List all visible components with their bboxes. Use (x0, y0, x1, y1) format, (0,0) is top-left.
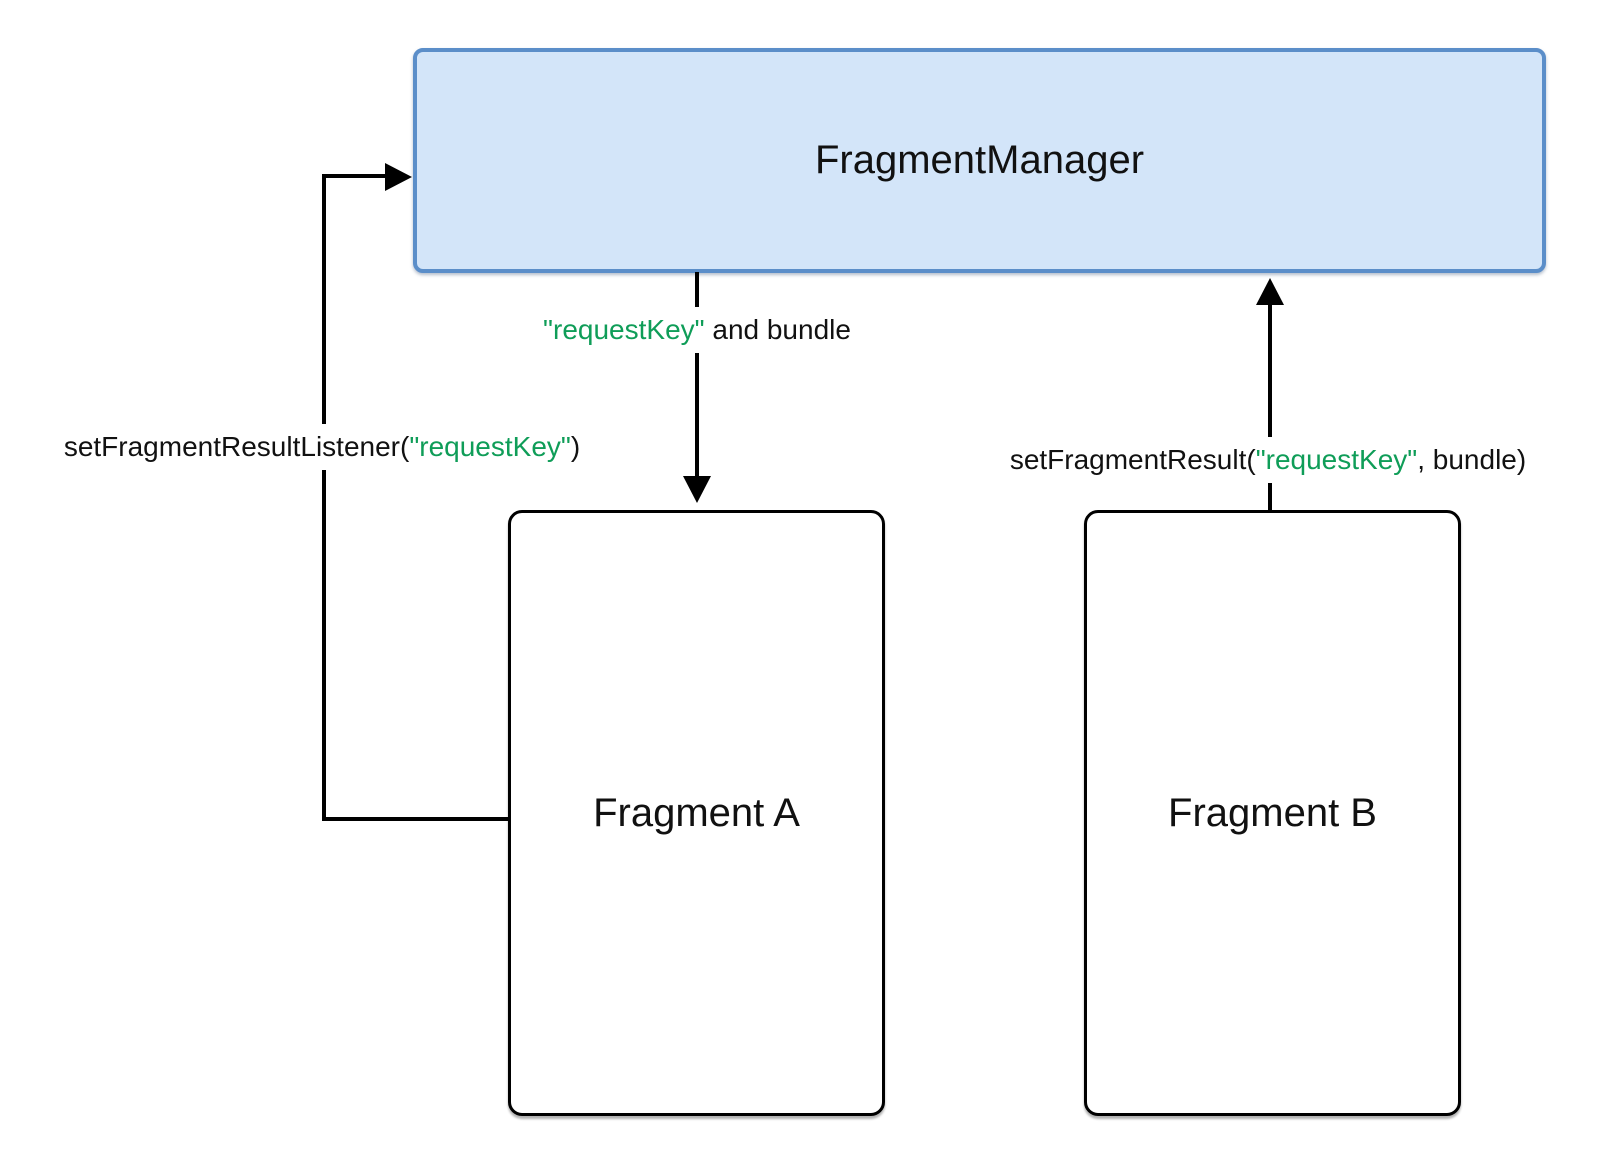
fragment-b-label: Fragment B (1168, 790, 1377, 835)
edge-set-listener-line-top (322, 174, 387, 178)
edge-label-suffix: and bundle (704, 314, 851, 345)
arrowhead-right-icon (385, 163, 412, 191)
requestkey-literal: "requestKey" (543, 314, 705, 345)
edge-label-requestkey-and-bundle: "requestKey" and bundle (533, 307, 861, 353)
requestkey-literal: "requestKey" (1255, 444, 1418, 475)
fragment-a-box: Fragment A (508, 510, 885, 1116)
arrowhead-up-icon (1256, 278, 1284, 305)
requestkey-literal: "requestKey" (409, 431, 571, 462)
edge-label-suffix: ) (570, 431, 581, 462)
edge-set-listener-line-vertical (322, 174, 326, 821)
edge-set-listener-line-bottom (322, 817, 508, 821)
fragment-b-box: Fragment B (1084, 510, 1461, 1116)
fragment-a-label: Fragment A (593, 790, 800, 835)
edge-label-prefix: setFragmentResult( (1009, 444, 1256, 475)
fragment-manager-box: FragmentManager (413, 48, 1546, 273)
edge-set-fragment-result-line (1268, 304, 1272, 510)
edge-label-suffix: , bundle) (1417, 444, 1527, 475)
arrowhead-down-icon (683, 476, 711, 503)
edge-label-set-fragment-result: setFragmentResult("requestKey", bundle) (999, 437, 1537, 483)
edge-label-prefix: setFragmentResultListener( (63, 431, 410, 462)
edge-requestkey-bundle-line (695, 272, 699, 476)
fragment-manager-label: FragmentManager (814, 138, 1145, 182)
edge-label-set-fragment-result-listener: setFragmentResultListener("requestKey") (53, 424, 591, 470)
